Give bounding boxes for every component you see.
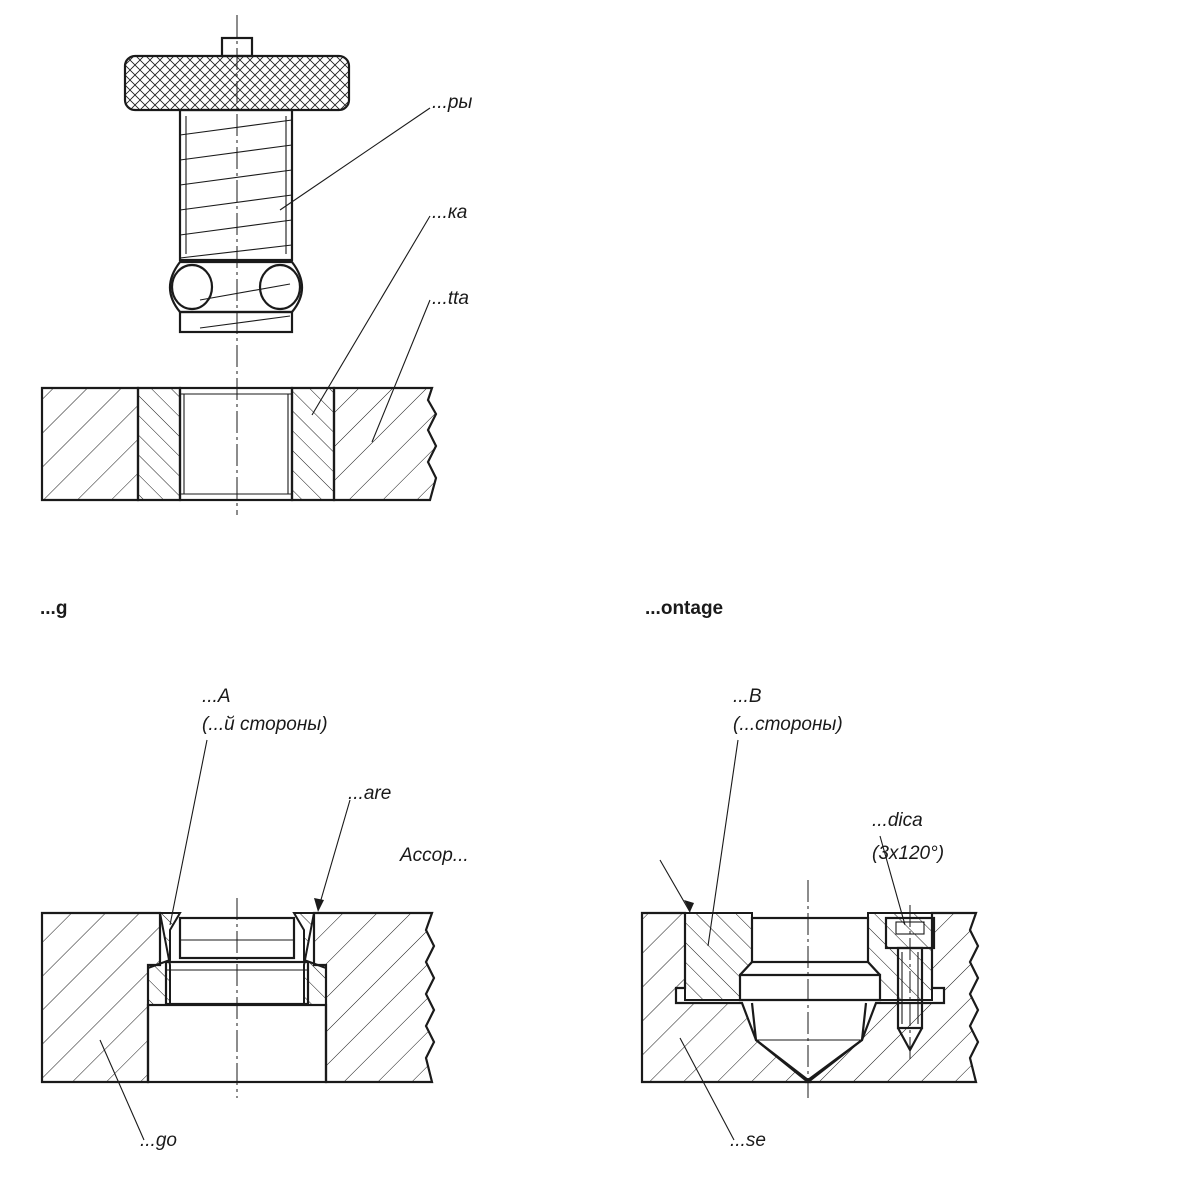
left-variant-label-line2: (...й стороны): [202, 714, 328, 735]
right-base-label: ...se: [730, 1130, 766, 1151]
top-assembly: [40, 15, 438, 515]
section-left-caption: ...g: [40, 598, 68, 619]
top-plate-section-right: [332, 386, 438, 502]
hex-collar: [168, 260, 304, 314]
right-variant-label-line1: ...B: [733, 686, 762, 707]
right-plate-right: [804, 911, 980, 1084]
top-bush-right: [290, 386, 336, 502]
top-plate-label: ...tta: [432, 288, 469, 309]
right-screw-label-line2: (3x120°): [872, 843, 945, 864]
left-plate-right: [312, 911, 436, 1084]
left-plate-left: [40, 911, 162, 1084]
right-accessory-label: Accop...: [400, 845, 469, 866]
left-section: [40, 739, 436, 1141]
top-bush-label: ...ка: [432, 202, 468, 223]
top-sleeve-label: ...ры: [432, 92, 473, 113]
top-bush-left: [136, 386, 182, 502]
right-section: [640, 739, 980, 1141]
bottom-thread: [178, 310, 294, 334]
section-right-caption: ...ontage: [645, 598, 724, 619]
left-variant-label-line1: ...A: [202, 686, 231, 707]
right-bush: [684, 912, 753, 1001]
top-plate-section-left: [40, 386, 140, 502]
left-bush-right: [292, 912, 327, 1006]
right-variant-label-line2: (...стороны): [733, 714, 843, 735]
left-bevel-label: ...are: [348, 783, 392, 804]
right-screw-label-line1: ...dica: [872, 810, 923, 831]
left-bush-left: [147, 912, 182, 1006]
left-base-label: ...go: [140, 1130, 177, 1151]
